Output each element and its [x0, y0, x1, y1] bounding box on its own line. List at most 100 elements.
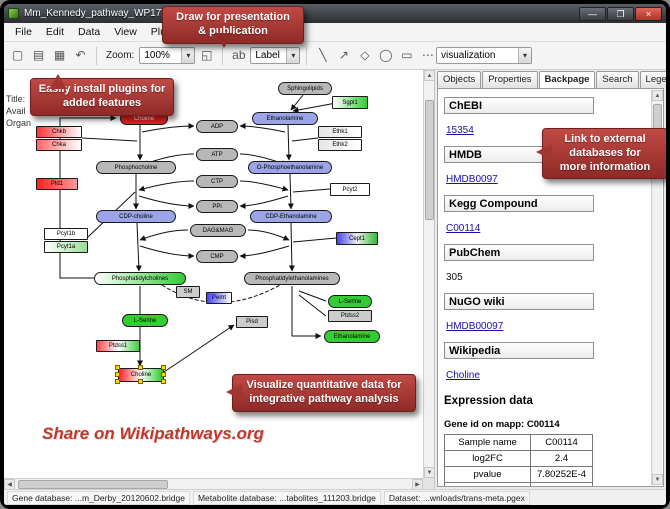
pathway-node-ptdss2[interactable]: Ptdss2	[328, 310, 372, 322]
menu-file[interactable]: File	[15, 26, 32, 38]
chevron-down-icon[interactable]: ▾	[286, 48, 300, 63]
zoom-select[interactable]: 100% ▾	[139, 47, 196, 64]
chebi-link[interactable]: 15354	[446, 125, 474, 136]
pathway-node-cmp[interactable]: CMP	[196, 250, 238, 263]
pathway-node-phosphatidylethanolamines[interactable]: Phosphatidylethanolamines	[244, 272, 340, 285]
side-label-available: Avail	[6, 106, 26, 116]
callout-line: integrative pathway analysis	[249, 392, 399, 405]
hmdb-link[interactable]: HMDB0097	[446, 174, 498, 185]
pathway-node-pemt[interactable]: Pemt	[206, 292, 232, 304]
tab-properties[interactable]: Properties	[482, 71, 538, 88]
shape-tool-button[interactable]: ◇	[360, 48, 370, 62]
selection-handle[interactable]	[115, 379, 120, 384]
line-tool-button[interactable]: ╲	[319, 48, 327, 62]
pathway-node-ctp[interactable]: CTP	[196, 175, 238, 188]
selection-handle[interactable]	[115, 365, 120, 370]
selection-handle[interactable]	[115, 372, 120, 377]
nugo-link[interactable]: HMDB00097	[446, 321, 504, 332]
chevron-down-icon[interactable]: ▾	[518, 48, 531, 63]
pathway-node-pisd[interactable]: Pisd	[236, 316, 268, 328]
pathway-node-ethanolamine[interactable]: Ethanolamine	[252, 112, 318, 125]
pathway-node-ptdss1[interactable]: Ptdss1	[96, 340, 140, 352]
pathway-node-adp[interactable]: ADP	[196, 120, 238, 133]
pathway-node-sgpl1[interactable]: Sgpl1	[332, 96, 368, 109]
label-tool-select[interactable]: Label ▾	[250, 47, 301, 64]
callout-line: added features	[62, 96, 142, 109]
menu-edit[interactable]: Edit	[45, 26, 65, 38]
pathway-node-pcyt1b[interactable]: Pcyt1b	[44, 228, 88, 240]
menu-data[interactable]: Data	[78, 26, 101, 38]
pathway-node-ppi[interactable]: PPi	[196, 200, 238, 213]
selection-handle[interactable]	[138, 365, 143, 370]
callout-external-databases: Link to external databases for more info…	[536, 128, 666, 180]
callout-line: Easily install plugins for	[38, 83, 166, 95]
chevron-down-icon[interactable]: ▾	[181, 48, 195, 63]
pubchem-value: 305	[446, 272, 463, 283]
pathway-node-cdp-ethanolamine[interactable]: CDP-Ethanolamine	[250, 210, 332, 223]
vscroll-thumb[interactable]	[425, 100, 434, 220]
pathway-node-phosphatidylcholines[interactable]: Phosphatidylcholines	[94, 272, 186, 285]
pathway-node-sm[interactable]: SM	[176, 286, 200, 298]
expression-data-title: Expression data	[444, 395, 533, 407]
pathway-node-pcyt1a[interactable]: Pcyt1a	[44, 241, 88, 253]
selection-handle[interactable]	[161, 372, 166, 377]
ellipse-tool-button[interactable]: ◯	[379, 48, 393, 62]
zoom-value: 100%	[144, 50, 170, 61]
side-label-title: Title:	[6, 94, 26, 104]
selection-handle[interactable]	[161, 379, 166, 384]
maximize-button[interactable]: ❐	[607, 6, 634, 21]
more-tools-button[interactable]: ⋯	[421, 48, 434, 62]
callout-line: & publication	[198, 24, 268, 37]
pathway-node-cept1[interactable]: Cept1	[336, 232, 378, 245]
pathway-node-chka[interactable]: Chka	[36, 139, 82, 151]
selection-handle[interactable]	[161, 365, 166, 370]
undo-button[interactable]: ↶	[75, 48, 86, 62]
app-icon	[8, 8, 19, 19]
selection-handle[interactable]	[138, 379, 143, 384]
arrow-tool-button[interactable]: ↗	[338, 48, 349, 62]
save-button[interactable]: ▦	[53, 48, 66, 62]
pathway-node-cdp-choline[interactable]: CDP-choline	[96, 210, 176, 223]
canvas-hscrollbar[interactable]: ◀ ▶	[4, 478, 423, 490]
pathway-node-l-serine[interactable]: L-Serine	[122, 314, 168, 327]
pathway-node-dag-mag[interactable]: DAG&MAG	[190, 224, 246, 237]
scroll-up-icon[interactable]: ▲	[652, 90, 663, 101]
pathway-node-pcyt2[interactable]: Pcyt2	[330, 183, 370, 196]
pathway-node-chkb[interactable]: Chkb	[36, 126, 82, 138]
visualization-value: visualization	[441, 50, 496, 61]
font-tool-button[interactable]: ab	[232, 48, 246, 62]
minimize-button[interactable]: —	[579, 6, 606, 21]
pathway-node-l-serine[interactable]: L-Serine	[328, 295, 372, 308]
rect-tool-button[interactable]: ▭	[401, 48, 413, 62]
fit-zoom-button[interactable]: ◱	[201, 48, 213, 62]
pathway-node-atp[interactable]: ATP	[196, 148, 238, 161]
tab-objects[interactable]: Objects	[437, 71, 482, 88]
tab-search[interactable]: Search	[596, 71, 639, 88]
pathway-node-pld1[interactable]: Pld1	[36, 178, 78, 190]
pathway-node-sphingolipids[interactable]: Sphingolipids	[278, 82, 332, 95]
tab-backpage[interactable]: Backpage	[538, 71, 596, 88]
wikipedia-link[interactable]: Choline	[446, 370, 480, 381]
titlebar[interactable]: Mm_Kennedy_pathway_WP1771_45176.gpml — ❐…	[4, 4, 666, 23]
status-gene-database: Gene database: ...m_Derby_20120602.bridg…	[7, 490, 190, 505]
pathway-node-o-phosphoethanolamine[interactable]: O-Phosphoethanolamine	[248, 161, 332, 174]
callout-line: Link to external	[564, 133, 646, 145]
open-button[interactable]: ▤	[32, 48, 45, 62]
scroll-down-icon[interactable]: ▼	[652, 474, 663, 485]
hscroll-thumb[interactable]	[18, 480, 168, 489]
menu-view[interactable]: View	[114, 26, 137, 38]
table-cell: type	[444, 482, 531, 486]
toolbar-separator	[96, 46, 97, 65]
canvas-vscrollbar[interactable]: ▲ ▼	[423, 70, 435, 478]
pathway-node-phosphocholine[interactable]: Phosphocholine	[96, 161, 176, 174]
pathway-node-ethk2[interactable]: Ethk2	[318, 139, 362, 151]
new-file-button[interactable]: ▢	[11, 48, 24, 62]
kegg-link[interactable]: C00114	[446, 223, 481, 234]
visualization-select[interactable]: visualization ▾	[436, 47, 532, 64]
pathway-node-ethanolamine[interactable]: Ethanolamine	[324, 330, 380, 343]
status-dataset: Dataset: ...wnloads/trans-meta.pgex	[383, 490, 530, 505]
pathway-node-ethk1[interactable]: Ethk1	[318, 126, 362, 138]
close-button[interactable]: ×	[635, 6, 662, 21]
tab-legend[interactable]: Legend	[639, 71, 666, 88]
